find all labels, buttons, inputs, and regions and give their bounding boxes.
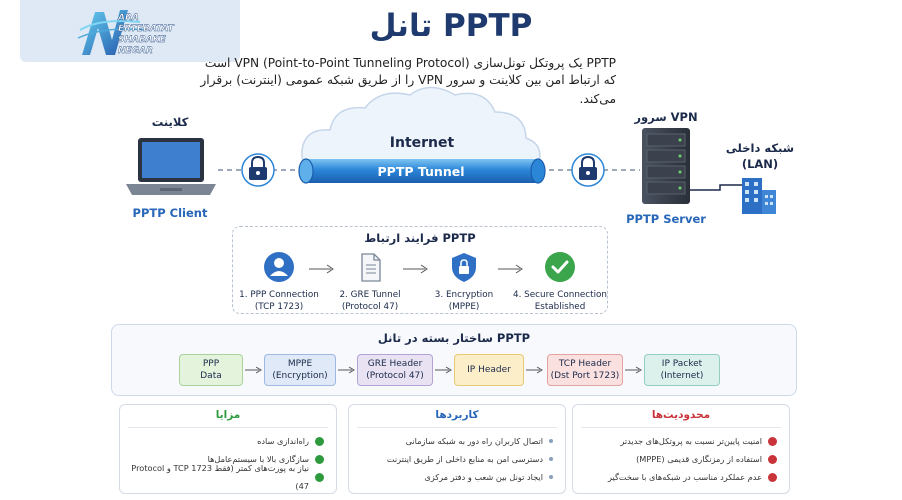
arrow-icon xyxy=(625,366,642,374)
arrow-icon xyxy=(526,366,543,374)
process-step-2: 2. GRE Tunnel (Protocol 47) xyxy=(324,251,416,313)
step-1-line2: (TCP 1723) xyxy=(254,302,304,312)
logo-text-3: SHABAKE xyxy=(118,35,167,45)
step-3-line2: (MPPE) xyxy=(448,302,480,312)
process-step-1: 1. PPP Connection (TCP 1723) xyxy=(233,251,325,313)
step-2-line2: (Protocol 47) xyxy=(341,302,399,312)
server-caption: PPTP Server xyxy=(626,212,706,226)
arrow-icon xyxy=(309,264,334,274)
internet-label: Internet xyxy=(389,135,455,151)
logo-text-2: ERTEBATAT xyxy=(118,24,174,34)
uses-panel: کاربردها اتصال کاربران راه دور به شبکه س… xyxy=(348,404,566,494)
process-step-3: 3. Encryption (MPPE) xyxy=(418,251,510,313)
step-4-line1: 4. Secure Connection xyxy=(512,290,607,300)
packet-segment-tcp: TCP Header(Dst Port 1723) xyxy=(547,354,623,386)
laptop-icon xyxy=(126,138,216,195)
advantage-item: راه‌اندازی ساده xyxy=(120,432,336,450)
packet-title: ساختار بسته در تانل PPTP xyxy=(377,331,531,345)
process-step-4: 4. Secure Connection Established xyxy=(512,251,608,313)
step-3-line1: 3. Encryption xyxy=(434,290,494,300)
check-icon xyxy=(315,472,324,482)
bullet-icon xyxy=(549,457,553,461)
check-icon xyxy=(544,251,576,283)
advantages-title: مزایا xyxy=(215,409,241,421)
limitation-item: عدم عملکرد مناسب در شبکه‌های با سخت‌گیر xyxy=(573,468,789,486)
document-icon xyxy=(354,251,386,283)
arrow-icon xyxy=(498,264,523,274)
bullet-icon xyxy=(549,439,553,443)
packet-segment-ip-packet: IP Packet(Internet) xyxy=(644,354,720,386)
lan-subtitle: (LAN) xyxy=(741,157,779,171)
limitations-panel: محدودیت‌ها امنیت پایین‌تر نسبت به پروتکل… xyxy=(572,404,790,494)
shield-lock-icon xyxy=(448,251,480,283)
check-icon xyxy=(315,454,324,464)
advantages-panel: مزایا راه‌اندازی ساده سازگاری بالا با سی… xyxy=(119,404,337,494)
building-icon xyxy=(742,178,776,214)
limitation-item: استفاده از رمزنگاری قدیمی (MPPE) xyxy=(573,450,789,468)
bullet-icon xyxy=(549,475,553,479)
arrow-icon xyxy=(435,366,452,374)
client-title: کلاینت xyxy=(151,115,189,129)
tunnel-label: PPTP Tunnel xyxy=(377,164,465,179)
logo-text-4: NEGAR xyxy=(118,46,153,56)
uses-title: کاربردها xyxy=(435,409,479,421)
pptp-tunnel-icon xyxy=(298,158,546,184)
step-1-line1: 1. PPP Connection xyxy=(239,290,319,300)
server-title: سرور VPN xyxy=(634,110,698,124)
advantage-item: سازگاری بالا با سیستم‌عامل‌ها xyxy=(120,450,336,468)
x-icon xyxy=(768,454,777,464)
x-icon xyxy=(768,472,777,482)
logo-text-1: ARA xyxy=(117,13,139,23)
lan-title: شبکه داخلی xyxy=(725,141,795,155)
lock-icon-left xyxy=(241,153,275,187)
description-line-1: PPTP یک پروتکل تونل‌سازی (Point-to-Point… xyxy=(204,56,616,70)
use-item: دسترسی امن به منابع داخلی از طریق اینترن… xyxy=(349,450,565,468)
page-title: تانل PPTP xyxy=(369,8,533,44)
process-box: فرایند ارتباط PPTP 1. PPP Connection (TC… xyxy=(232,226,608,314)
client-caption: PPTP Client xyxy=(132,206,208,220)
limitations-title: محدودیت‌ها xyxy=(651,409,711,421)
step-2-line1: 2. GRE Tunnel xyxy=(339,290,401,300)
network-diagram xyxy=(126,86,776,214)
description-line-2: که ارتباط امن بین کلاینت و سرور VPN را ا… xyxy=(200,73,616,106)
arrow-icon xyxy=(245,366,262,374)
use-item: ایجاد تونل بین شعب و دفتر مرکزی xyxy=(349,468,565,486)
arrow-icon xyxy=(403,264,428,274)
process-title: فرایند ارتباط PPTP xyxy=(364,231,476,245)
packet-segment-gre: GRE Header(Protocol 47) xyxy=(357,354,433,386)
arrow-icon xyxy=(338,366,355,374)
packet-segment-mppe: MPPE(Encryption) xyxy=(264,354,336,386)
advantage-item: نیاز به پورت‌های کمتر (فقط TCP 1723 و Pr… xyxy=(120,463,336,491)
company-logo: ARA ERTEBATAT SHABAKE NEGAR xyxy=(20,0,240,62)
step-4-line2: Established xyxy=(534,302,586,312)
packet-segment-ip-header: IP Header xyxy=(454,354,524,386)
user-icon xyxy=(263,251,295,283)
limitation-item: امنیت پایین‌تر نسبت به پروتکل‌های جدیدتر xyxy=(573,432,789,450)
use-item: اتصال کاربران راه دور به شبکه سازمانی xyxy=(349,432,565,450)
server-icon xyxy=(642,128,690,204)
lock-icon-right xyxy=(571,153,605,187)
check-icon xyxy=(315,436,324,446)
x-icon xyxy=(768,436,777,446)
